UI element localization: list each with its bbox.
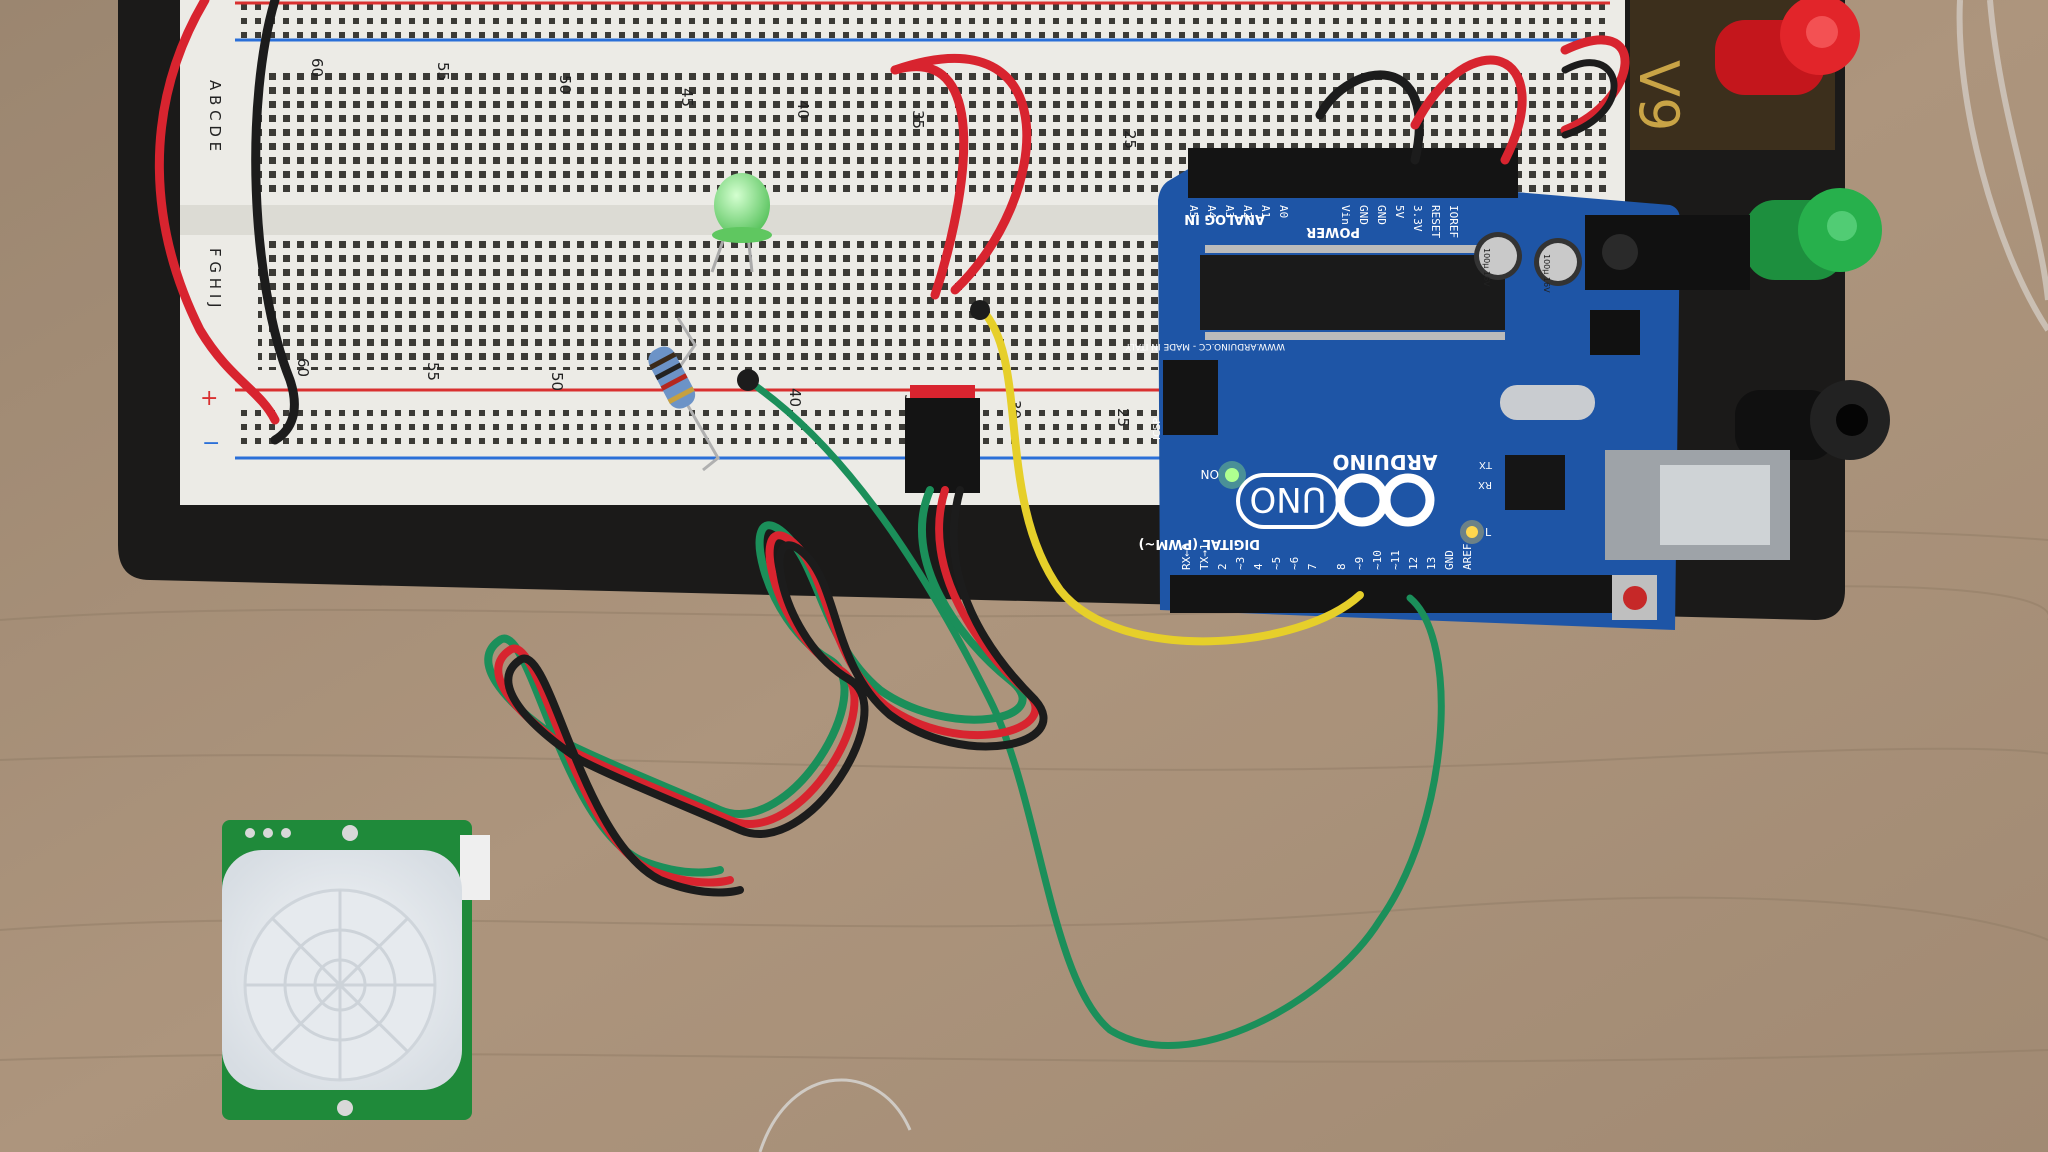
wire-black-left <box>251 0 299 445</box>
pin-3v3: 3.3V <box>1411 205 1424 232</box>
pir-twisted-cable <box>484 486 1048 897</box>
resistor <box>648 317 720 472</box>
pin-d2: 2 <box>1216 563 1229 570</box>
icsp-label: ICSP <box>1152 418 1163 440</box>
wire-black-rail <box>1561 59 1618 139</box>
l-led-label: L <box>1485 526 1492 539</box>
pin-aref: AREF <box>1461 544 1474 571</box>
binding-post-green[interactable] <box>1745 188 1882 280</box>
pin-gnd-1: GND <box>1375 205 1388 225</box>
bb-rail-minus: − <box>202 431 220 456</box>
svg-text:V9: V9 <box>1627 60 1690 131</box>
pin-a4: A4 <box>1205 205 1218 219</box>
atmega-chip <box>1200 255 1505 330</box>
capacitor-2: 100µ 16V <box>1534 238 1582 293</box>
bb-col-50-top: 50 <box>556 75 574 94</box>
wire-red-loop-1 <box>890 62 969 300</box>
voltage-regulator <box>1590 310 1640 355</box>
pin-a1: A1 <box>1259 205 1272 218</box>
pin-d13: 13 <box>1425 557 1438 570</box>
pin-gnd-digital: GND <box>1443 550 1456 570</box>
pin-d11: ~11 <box>1389 550 1402 570</box>
jumper-wires <box>154 0 1630 1050</box>
bb-row-letters-top: A B C D E <box>206 80 224 151</box>
pin-vin: Vin <box>1339 205 1352 225</box>
uno-oval <box>1236 473 1340 529</box>
l-led <box>1466 526 1478 538</box>
on-led-label: ON <box>1201 467 1219 481</box>
pin-d1: TX→1 <box>1198 544 1211 571</box>
pin-gnd-2: GND <box>1357 205 1370 225</box>
reset-button-icon[interactable] <box>1612 575 1657 620</box>
bb-col-40-top: 40 <box>794 100 812 119</box>
wire-red-top <box>1410 55 1527 165</box>
pin-ioref: IOREF <box>1447 205 1460 238</box>
bb-col-25-top: 25 <box>1121 130 1139 149</box>
arduino-model-label: UNO <box>1249 479 1326 519</box>
arduino-brand-label: ARDUINO <box>1333 450 1438 474</box>
bb-rail-plus: + <box>200 386 218 411</box>
bb-row-letters-bottom: F G H I J <box>206 248 224 307</box>
pin-d8: 8 <box>1335 563 1348 570</box>
power-label: POWER <box>1306 224 1360 239</box>
pir-sensor-module <box>222 820 490 1120</box>
top-power-rail <box>235 0 1610 40</box>
usb-interface-chip <box>1505 455 1565 510</box>
bb-col-55-bottom: 55 <box>424 362 442 381</box>
dc-barrel-jack-icon[interactable] <box>1585 215 1750 290</box>
wire-green-signal <box>746 378 1445 1050</box>
digital-header <box>1170 575 1640 613</box>
binding-post-black[interactable] <box>1735 380 1890 460</box>
pin-d9: ~9 <box>1353 557 1366 570</box>
green-led <box>710 173 772 273</box>
pin-a5: A5 <box>1187 205 1200 218</box>
bb-col-60-bottom: 60 <box>294 358 312 377</box>
infinity-logo-icon <box>1335 473 1435 527</box>
pir-pins <box>245 825 358 1116</box>
svg-text:100µ 16V: 100µ 16V <box>1542 254 1551 293</box>
pir-cable-connector <box>905 385 980 493</box>
arduino-uno-board: 100µ 16V 100µ 16V <box>1125 148 1790 630</box>
rx-led-label: RX <box>1478 479 1492 490</box>
bb-col-50-bottom: 50 <box>548 372 566 391</box>
bb-col-55-top: 55 <box>434 62 452 81</box>
binding-post-red[interactable] <box>1715 0 1860 95</box>
bb-col-35-top: 35 <box>909 110 927 129</box>
pin-d7: 7 <box>1306 563 1319 570</box>
loose-wire <box>758 1078 912 1152</box>
pin-d6: ~6 <box>1288 557 1301 570</box>
bb-col-60-top: 60 <box>308 58 326 77</box>
pin-reset: RESET <box>1429 205 1442 238</box>
wire-red-loop-2 <box>890 54 1032 295</box>
pin-a2: A2 <box>1241 205 1254 218</box>
tx-led-label: TX <box>1479 459 1493 470</box>
pin-d5: ~5 <box>1270 557 1283 570</box>
pin-a0: A0 <box>1277 205 1290 218</box>
pin-d0: RX←0 <box>1180 544 1193 571</box>
capacitor-1: 100µ 16V <box>1474 232 1522 287</box>
website-label: WWW.ARDUINO.CC - MADE IN ITALY <box>1125 341 1285 351</box>
wire-yellow-pin7 <box>978 306 1364 646</box>
digital-pwm-label: DIGITAL (PWM~) <box>1139 536 1260 551</box>
bb-col-45-top: 45 <box>678 88 696 107</box>
pin-d3: ~3 <box>1234 557 1247 570</box>
analog-power-header <box>1188 148 1518 198</box>
bb-col-25-bottom: 25 <box>1114 408 1132 427</box>
usb-b-port-icon[interactable] <box>1605 450 1790 560</box>
pin-d12: 12 <box>1407 557 1420 570</box>
pin-d4: 4 <box>1252 563 1265 570</box>
bb-col-40-bottom: 40 <box>786 388 804 407</box>
icsp-header <box>1163 360 1218 435</box>
wire-red-left <box>154 0 280 425</box>
glass-object <box>1956 0 2048 332</box>
pin-a3: A3 <box>1223 205 1236 218</box>
pin-5v: 5V <box>1393 205 1406 219</box>
wire-red-rail <box>1560 35 1630 135</box>
crystal-oscillator <box>1500 385 1595 420</box>
analog-in-label: ANALOG IN <box>1184 211 1265 226</box>
pin-d10: ~10 <box>1371 550 1384 570</box>
svg-text:100µ 16V: 100µ 16V <box>1482 248 1491 287</box>
power-on-led <box>1225 468 1239 482</box>
